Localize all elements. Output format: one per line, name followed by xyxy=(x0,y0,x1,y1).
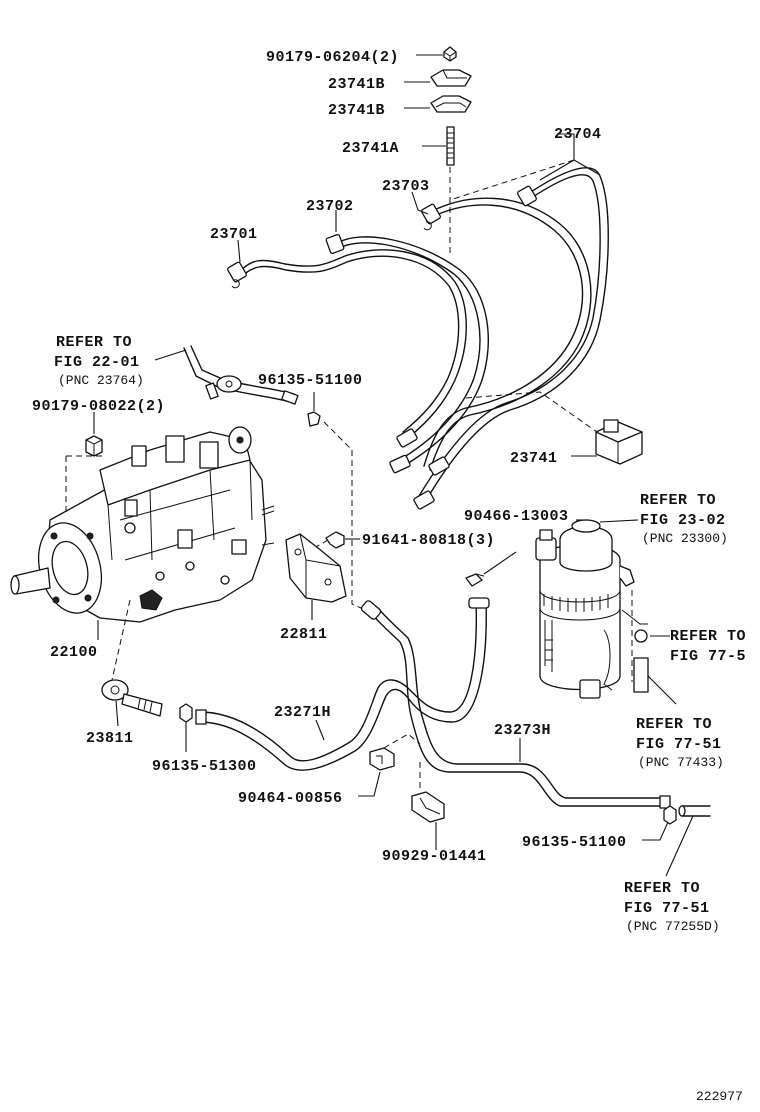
label-22100: 22100 xyxy=(50,644,98,661)
ref-22-01-line2: FIG 22-01 xyxy=(54,354,140,371)
label-23741a: 23741A xyxy=(342,140,399,157)
label-90929-01441: 90929-01441 xyxy=(382,848,487,865)
ref-77-51-a-line2: FIG 77-51 xyxy=(636,736,722,753)
injection-pump-22100-icon xyxy=(10,426,275,623)
ref-77-51-b-line2: FIG 77-51 xyxy=(624,900,710,917)
injection-pipes-icon xyxy=(227,167,609,510)
hose-stub-lower-right-icon xyxy=(678,805,711,817)
label-90466-13003: 90466-13003 xyxy=(464,508,569,525)
clamp-90929-01441-icon xyxy=(411,791,445,823)
label-22811: 22811 xyxy=(280,626,328,643)
guide-dashed-line xyxy=(449,159,575,201)
guide-dashed-line xyxy=(351,450,371,613)
clamp-90464-00856-icon xyxy=(369,747,395,771)
nut-90179-06204-icon xyxy=(443,46,457,62)
leader-line xyxy=(665,815,694,877)
label-23704: 23704 xyxy=(554,126,602,143)
label-23701: 23701 xyxy=(210,226,258,243)
ref-77-5-line2: FIG 77-5 xyxy=(670,648,746,665)
clamp-23741b-lower-icon xyxy=(430,95,472,113)
label-96135-51100-bottom: 96135-51100 xyxy=(522,834,627,851)
leader-line xyxy=(237,239,241,263)
label-23271h: 23271H xyxy=(274,704,331,721)
label-90179-06204: 90179-06204(2) xyxy=(266,49,399,66)
label-23741b-upper: 23741B xyxy=(328,76,385,93)
clip-96135-51100-bottom-icon xyxy=(663,805,677,825)
figure-id: 222977 xyxy=(696,1089,743,1104)
label-23811: 23811 xyxy=(86,730,134,747)
clip-96135-51100-top-icon xyxy=(307,411,321,427)
label-91641-80818: 91641-80818(3) xyxy=(362,532,495,549)
ref-23-02-line2: FIG 23-02 xyxy=(640,512,726,529)
bolt-91641-80818-icon xyxy=(325,531,345,549)
label-90179-08022: 90179-08022(2) xyxy=(32,398,165,415)
ref-23-02-line3: (PNC 23300) xyxy=(642,531,728,546)
leader-line xyxy=(642,821,669,841)
ref-77-51-a-line3: (PNC 77433) xyxy=(638,755,724,770)
clamp-90466-13003-icon xyxy=(465,573,485,587)
ref-23-02-line1: REFER TO xyxy=(640,492,716,509)
fuel-filter-icon xyxy=(535,519,648,699)
label-23702: 23702 xyxy=(306,198,354,215)
ref-77-5-line1: REFER TO xyxy=(670,628,746,645)
nut-90179-08022-icon xyxy=(85,435,103,457)
ref-77-51-b-line1: REFER TO xyxy=(624,880,700,897)
leader-line xyxy=(154,349,187,361)
guide-dashed-line xyxy=(383,733,421,749)
leader-line xyxy=(647,675,677,705)
return-pipe-icon xyxy=(183,345,299,405)
leader-line xyxy=(315,719,325,741)
clamp-23741b-upper-icon xyxy=(430,69,472,87)
label-23703: 23703 xyxy=(382,178,430,195)
leader-line xyxy=(358,771,381,797)
leader-line xyxy=(411,191,429,215)
leader-line xyxy=(599,519,639,523)
guide-dashed-line xyxy=(465,391,598,433)
label-96135-51100-top: 96135-51100 xyxy=(258,372,363,389)
ref-22-01-line1: REFER TO xyxy=(56,334,132,351)
label-90464-00856: 90464-00856 xyxy=(238,790,343,807)
label-23741: 23741 xyxy=(510,450,558,467)
leader-line xyxy=(483,551,517,575)
guide-dashed-line xyxy=(323,421,353,451)
label-23741b-lower: 23741B xyxy=(328,102,385,119)
guide-dashed-line xyxy=(111,599,131,681)
leader-line xyxy=(539,133,575,181)
bolt-23811-icon xyxy=(101,679,163,717)
clip-96135-51300-icon xyxy=(179,703,193,723)
ref-22-01-line3: (PNC 23764) xyxy=(58,373,144,388)
stud-23741a-icon xyxy=(446,126,455,166)
leader-line xyxy=(573,159,601,176)
hose-stub-right-icon xyxy=(633,657,649,693)
ref-77-51-a-line1: REFER TO xyxy=(636,716,712,733)
hose-23271h-icon xyxy=(195,597,490,771)
label-96135-51300: 96135-51300 xyxy=(152,758,257,775)
hose-23273h-icon xyxy=(360,600,671,809)
leader-line xyxy=(115,700,119,727)
clamp-23741-icon xyxy=(595,419,643,465)
label-23273h: 23273H xyxy=(494,722,551,739)
ref-77-51-b-line3: (PNC 77255D) xyxy=(626,919,720,934)
guide-dashed-line xyxy=(299,539,329,557)
bracket-22811-icon xyxy=(285,533,347,603)
